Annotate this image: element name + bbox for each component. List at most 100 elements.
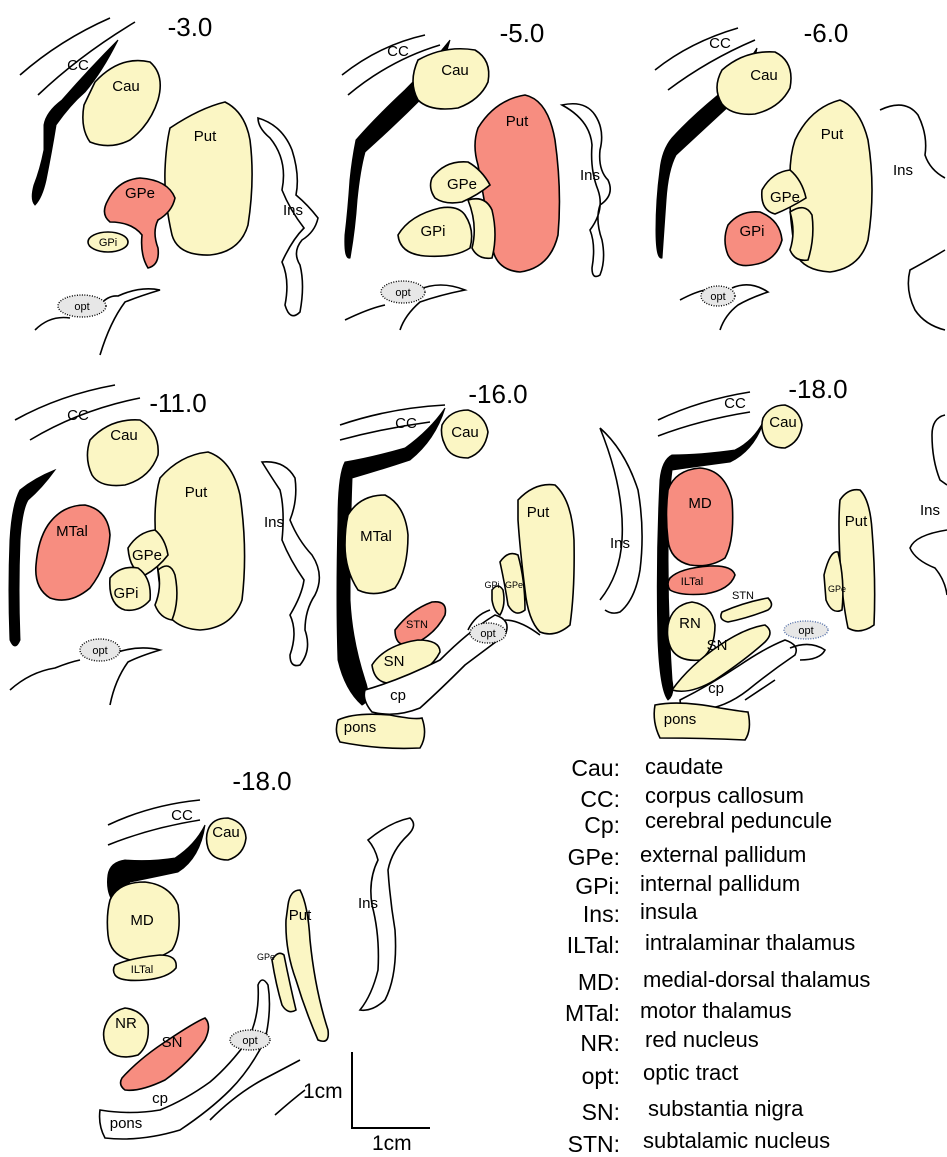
stn-label: STN	[732, 590, 754, 602]
legend-name: subtalamic nucleus	[643, 1128, 830, 1153]
gpi-label: GPi	[739, 223, 764, 240]
opt-label: opt	[92, 645, 107, 657]
legend-abbr: GPe:	[568, 844, 620, 870]
stn-label: STN	[406, 619, 428, 631]
gpe	[824, 552, 843, 611]
insula-outline	[360, 818, 414, 1010]
opt-label: opt	[480, 628, 495, 640]
legend-abbr: STN:	[568, 1131, 620, 1157]
mtal-label: MTal	[56, 523, 88, 540]
legend-abbr: SN:	[582, 1099, 620, 1125]
section-panel-6: -18.0 CC LV Cau MD ILTal RN STN SN cp Pu…	[654, 374, 947, 740]
insula-outline	[562, 104, 610, 277]
opt-label: opt	[395, 287, 410, 299]
mtal-highlight	[36, 505, 110, 600]
ins-label: Ins	[920, 502, 940, 519]
cp-label: cp	[390, 687, 406, 704]
legend-name: insula	[640, 899, 698, 924]
ins-label: Ins	[358, 895, 378, 912]
insula-outline	[262, 462, 319, 666]
put-label: Put	[194, 128, 217, 145]
gpe-label: GPe	[828, 584, 846, 594]
cau-label: Cau	[112, 78, 140, 95]
opt-label: opt	[710, 291, 725, 303]
section-level: -11.0	[149, 388, 206, 418]
legend-entry: SN: substantia nigra	[582, 1096, 804, 1125]
legend-abbr: Cp:	[584, 812, 620, 838]
rn-label: RN	[679, 615, 701, 632]
ins-label: Ins	[264, 514, 284, 531]
put-label: Put	[821, 126, 844, 143]
cc-label: CC	[67, 407, 89, 424]
section-panel-4: -11.0 CC Cau Put MTal GPe GPi Ins opt	[9, 385, 319, 705]
sn-label: SN	[162, 1034, 183, 1051]
md-highlight	[667, 468, 733, 566]
legend-name: intralaminar thalamus	[645, 930, 855, 955]
legend-name: red nucleus	[645, 1027, 759, 1052]
cc-label: CC	[395, 415, 417, 432]
gpe-lamina	[155, 566, 177, 620]
legend-abbr: MTal:	[565, 1000, 620, 1026]
cp-label: cp	[152, 1090, 168, 1107]
scale-horizontal-label: 1cm	[372, 1132, 412, 1155]
iltal-label: ILTal	[681, 576, 703, 588]
putamen	[165, 102, 252, 255]
legend-entry: Cp: cerebral peduncule	[584, 808, 832, 838]
put-label: Put	[845, 513, 868, 530]
section-panel-3: -6.0 CC Cau Put GPe GPi Ins opt	[655, 18, 945, 330]
putamen	[839, 490, 875, 631]
legend-entry: ILTal: intralaminar thalamus	[567, 930, 856, 958]
insula-outline	[880, 105, 945, 330]
ins-label: Ins	[283, 202, 303, 219]
legend-name: medial-dorsal thalamus	[643, 967, 870, 992]
legend-name: optic tract	[643, 1060, 738, 1085]
section-level: -3.0	[168, 12, 213, 42]
gpe-label: GPe	[132, 547, 162, 564]
legend-abbr: opt:	[582, 1063, 620, 1089]
legend-abbr: GPi:	[575, 873, 620, 899]
section-level: -6.0	[804, 18, 849, 48]
legend-entry: MTal: motor thalamus	[565, 998, 792, 1026]
section-panel-1: -3.0 CC Cau Put GPe GPi Ins opt	[20, 12, 318, 355]
iltal-label: ILTal	[131, 964, 153, 976]
gpi-label: GPi	[99, 237, 117, 249]
legend-entry: GPi: internal pallidum	[575, 871, 800, 899]
section-panel-5: -16.0 CC Cau MTal Put GPe GPi STN SN cp …	[336, 379, 642, 748]
legend-abbr: ILTal:	[567, 932, 620, 958]
legend-name: caudate	[645, 754, 723, 779]
legend-entry: STN: subtalamic nucleus	[568, 1128, 831, 1157]
cau-label: Cau	[110, 427, 138, 444]
section-panel-7: -18.0 CC Cau MD ILTal NR SN cp pons opt …	[100, 766, 414, 1139]
opt-label: opt	[798, 625, 813, 637]
legend-abbr: MD:	[578, 969, 620, 995]
md-label: MD	[130, 912, 153, 929]
legend-entry: MD: medial-dorsal thalamus	[578, 967, 871, 995]
legend-abbr: CC:	[580, 786, 620, 812]
section-level: -16.0	[468, 379, 527, 409]
cp-label: cp	[708, 680, 724, 697]
pons-label: pons	[344, 719, 377, 736]
gpi	[492, 586, 504, 615]
cau-label: Cau	[750, 67, 778, 84]
section-level: -18.0	[232, 766, 291, 796]
section-panel-2: -5.0 CC Cau Put GPe GPi Ins opt	[342, 18, 610, 330]
gpe-label: GPe	[770, 189, 800, 206]
gpi-label: GPi	[113, 585, 138, 602]
insula-outline	[600, 428, 642, 613]
cau-label: Cau	[441, 62, 469, 79]
sn-label: SN	[384, 653, 405, 670]
gpe-label: GPe	[447, 176, 477, 193]
gpe-label: GPe	[257, 952, 275, 962]
opt-label: opt	[74, 301, 89, 313]
legend-name: corpus callosum	[645, 783, 804, 808]
gpi-label: GPi	[484, 580, 499, 590]
scale-vertical-label: 1cm	[303, 1080, 343, 1103]
cc-outline	[15, 385, 115, 420]
cau-label: Cau	[451, 424, 479, 441]
section-level: -5.0	[500, 18, 545, 48]
legend-entry: NR: red nucleus	[580, 1027, 758, 1056]
legend-abbr: Cau:	[571, 755, 620, 781]
scale-bar: 1cm 1cm	[303, 1052, 430, 1155]
legend-entry: opt: optic tract	[582, 1060, 739, 1089]
cc-label: CC	[67, 57, 89, 74]
